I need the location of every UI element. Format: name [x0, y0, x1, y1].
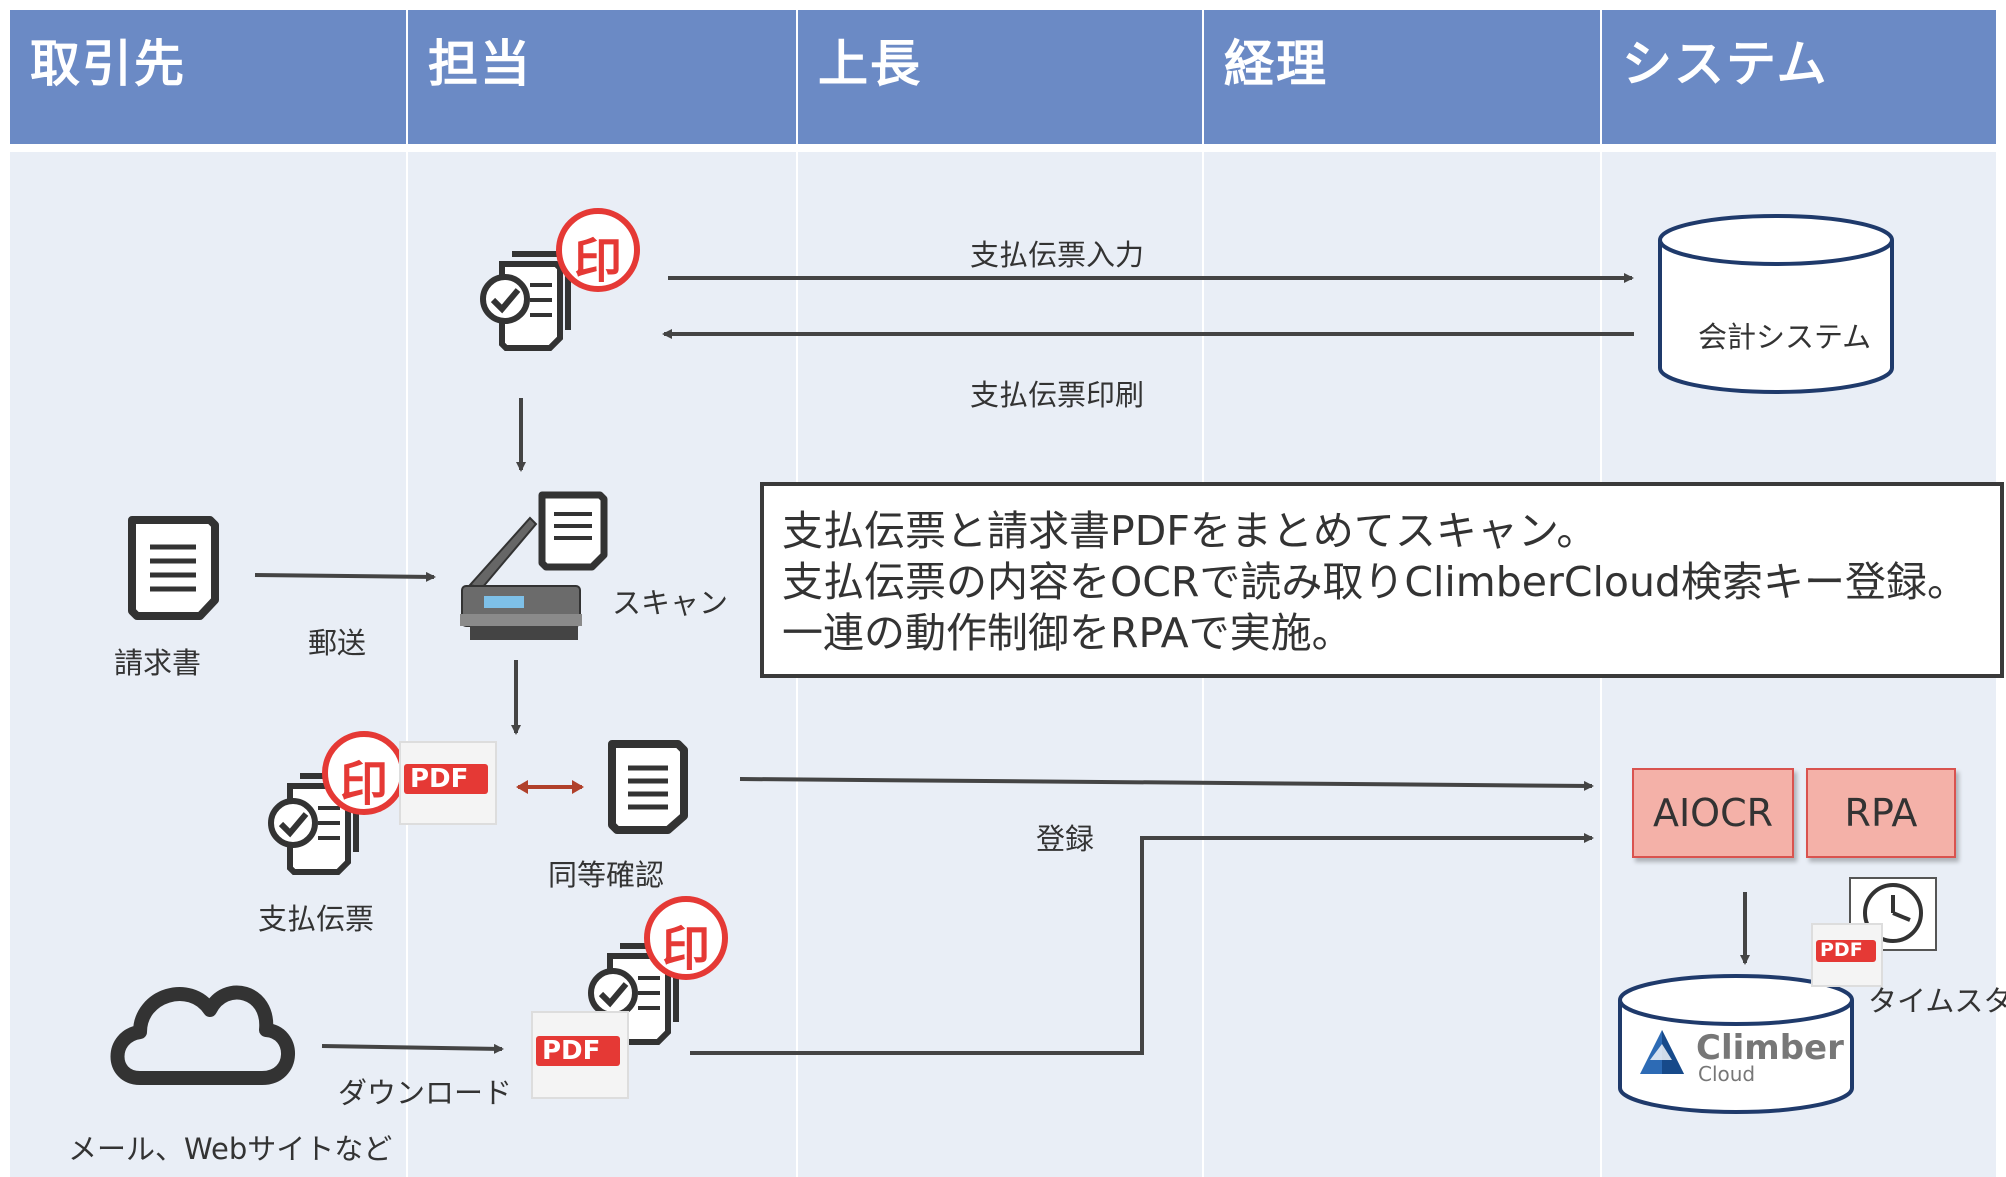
note-line: 一連の動作制御をRPAで実施。	[782, 609, 1353, 657]
lane-title: 取引先	[30, 35, 186, 93]
arrow-download	[321, 1043, 504, 1054]
arrow-download-register	[690, 833, 1594, 1055]
lane-title: 経理	[1224, 35, 1328, 93]
invoice-document-icon	[128, 516, 219, 620]
pdf-label: PDF	[410, 764, 469, 794]
check-document-icon	[608, 740, 688, 834]
stamp-text: 印	[340, 756, 389, 812]
aiocr-box: AIOCR	[1632, 768, 1794, 858]
pdf-label: PDF	[542, 1036, 601, 1066]
note-line: 支払伝票と請求書PDFをまとめてスキャン。	[782, 507, 1598, 555]
label-web-source: メール、Webサイトなど	[68, 1132, 393, 1166]
lane-title: 担当	[428, 35, 532, 93]
label-timestamp: タイムスタンプ	[1868, 984, 2006, 1018]
note-line: 支払伝票の内容をOCRで読み取りClimberCloud検索キー登録。	[782, 558, 1968, 606]
scanned-document-icon	[538, 491, 608, 571]
lane-header-system: システム	[1602, 10, 1996, 144]
scanner-icon	[460, 516, 582, 640]
label-payment-voucher: 支払伝票	[258, 902, 375, 936]
climber-cloud-database-icon	[1618, 974, 1854, 1114]
lane-title: 上長	[818, 35, 922, 93]
label-equivalence-check: 同等確認	[548, 858, 665, 892]
cloud-icon	[110, 985, 295, 1085]
note-box: 支払伝票と請求書PDFをまとめてスキャン。 支払伝票の内容をOCRで読み取りCl…	[760, 482, 2004, 678]
arrow-mail	[254, 571, 436, 582]
label-invoice: 請求書	[114, 646, 202, 680]
climber-logo-subtext: Cloud	[1698, 1062, 1756, 1086]
lane-header-staff: 担当	[408, 10, 796, 144]
climber-logo-text: Climber	[1696, 1028, 1844, 1068]
lane-header-manager: 上長	[798, 10, 1202, 144]
label-accounting-system: 会計システム	[1698, 320, 1872, 354]
label-download: ダウンロード	[338, 1076, 513, 1110]
accounting-system-database-icon	[1658, 214, 1894, 394]
pdf-file-icon	[399, 741, 1883, 1099]
lane-title: システム	[1622, 35, 1829, 93]
rpa-box: RPA	[1806, 768, 1956, 858]
lane-header-accounting: 経理	[1204, 10, 1600, 144]
label-register: 登録	[1036, 822, 1095, 856]
stamp-text: 印	[574, 233, 623, 289]
lane-header-vendor: 取引先	[10, 10, 406, 144]
label-voucher-print: 支払伝票印刷	[970, 378, 1145, 412]
pdf-label: PDF	[1820, 939, 1863, 961]
label-voucher-input: 支払伝票入力	[970, 238, 1145, 272]
arrow-register	[739, 777, 1594, 791]
label-scan: スキャン	[612, 586, 729, 620]
label-mail: 郵送	[308, 626, 367, 660]
stamp-text: 印	[662, 921, 711, 977]
payment-voucher-top-icon	[480, 251, 571, 351]
clock-icon	[1849, 877, 1937, 951]
approval-stamp-icon	[322, 208, 728, 980]
